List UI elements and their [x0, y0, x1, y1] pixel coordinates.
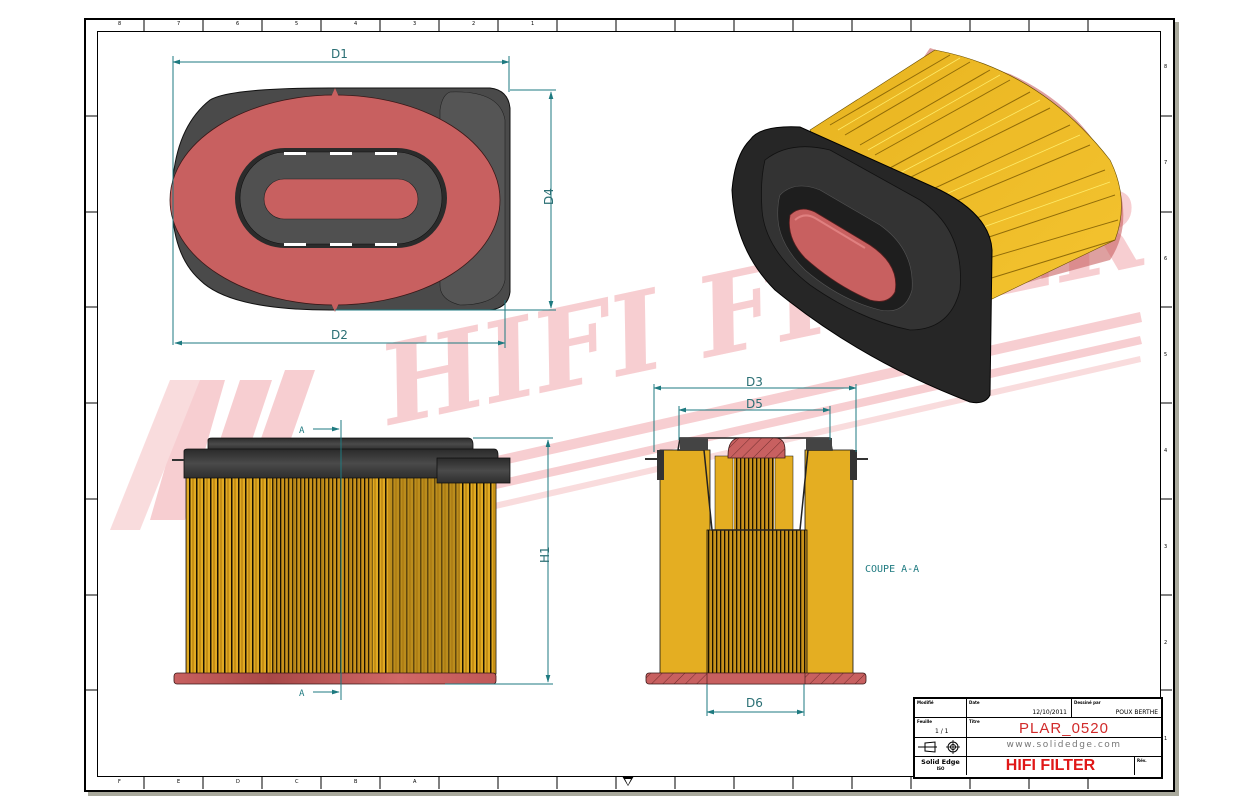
dimension-label-d1: D1 — [331, 47, 348, 61]
dimension-label-d5: D5 — [746, 397, 763, 411]
cell-revision: Rév. — [1135, 757, 1161, 775]
zone-label: 3 — [1164, 544, 1168, 550]
zone-label: 7 — [1164, 160, 1168, 166]
front-view-dimensions — [313, 420, 553, 700]
top-view-dimensions — [172, 56, 556, 348]
section-label: COUPE A-A — [865, 564, 919, 575]
zone-label: 1 — [1164, 736, 1168, 742]
modifie-label: Modifié — [917, 700, 934, 705]
zone-label: C — [295, 779, 299, 785]
cell-feuille: Feuille 1 / 1 — [915, 718, 967, 738]
section-view-dimensions — [653, 384, 857, 716]
zone-label: A — [413, 779, 417, 785]
isometric-view — [731, 48, 1124, 404]
cell-projection-symbol — [915, 738, 967, 757]
zone-label: F — [118, 779, 121, 785]
section-mark-a-bottom: A — [299, 689, 305, 699]
cell-brand: HIFI FILTER — [967, 757, 1135, 775]
zone-label: 5 — [295, 21, 299, 27]
dimension-label-d6: D6 — [746, 696, 763, 710]
date-label: Date — [969, 700, 980, 705]
dimension-label-h1: H1 — [538, 546, 552, 563]
zone-label: 1 — [531, 21, 535, 27]
cell-software: Solid Edge ISO — [915, 757, 967, 775]
zone-label: 3 — [413, 21, 417, 27]
zone-label: E — [177, 779, 181, 785]
feuille-label: Feuille — [917, 719, 932, 724]
rev-label: Rév. — [1137, 758, 1147, 763]
zone-label: 5 — [1164, 352, 1168, 358]
zone-label: 6 — [236, 21, 240, 27]
cell-dessine: Dessiné par POUX BERTHE — [1072, 699, 1161, 718]
zone-label: 8 — [1164, 64, 1168, 70]
date-value: 12/10/2011 — [1032, 709, 1067, 716]
software-name: Solid Edge — [921, 758, 960, 766]
section-mark-a-top: A — [299, 426, 305, 436]
zone-label: D — [236, 779, 240, 785]
zone-label: B — [354, 779, 358, 785]
zone-label: 8 — [118, 21, 122, 27]
zone-label: 2 — [1164, 640, 1168, 646]
zone-label: 4 — [1164, 448, 1168, 454]
cell-website: www.solidedge.com — [967, 738, 1161, 757]
zone-label: 6 — [1164, 256, 1168, 262]
brand-name: HIFI FILTER — [1005, 757, 1096, 774]
dimension-label-d3: D3 — [746, 375, 763, 389]
cell-titre: Titre PLAR_0520 — [967, 718, 1161, 738]
dessine-label: Dessiné par — [1074, 700, 1101, 705]
website-text: www.solidedge.com — [1006, 740, 1122, 750]
feuille-value: 1 / 1 — [935, 728, 949, 735]
zone-label: 2 — [472, 21, 476, 27]
dessine-value: POUX BERTHE — [1115, 709, 1158, 716]
software-standard: ISO — [936, 766, 945, 771]
cell-modifie: Modifié — [915, 699, 967, 718]
cell-date: Date 12/10/2011 — [967, 699, 1072, 718]
top-view — [169, 87, 511, 312]
dimension-label-d4: D4 — [542, 188, 556, 205]
zone-label: 7 — [177, 21, 181, 27]
title-block: Modifié Date 12/10/2011 Dessiné par POUX… — [913, 697, 1163, 779]
dimension-label-d2: D2 — [331, 328, 348, 342]
drawing-title: PLAR_0520 — [1019, 720, 1109, 737]
projection-symbol-icon — [918, 740, 960, 754]
zone-label: 4 — [354, 21, 358, 27]
section-view — [645, 437, 868, 685]
titre-label: Titre — [969, 719, 980, 724]
